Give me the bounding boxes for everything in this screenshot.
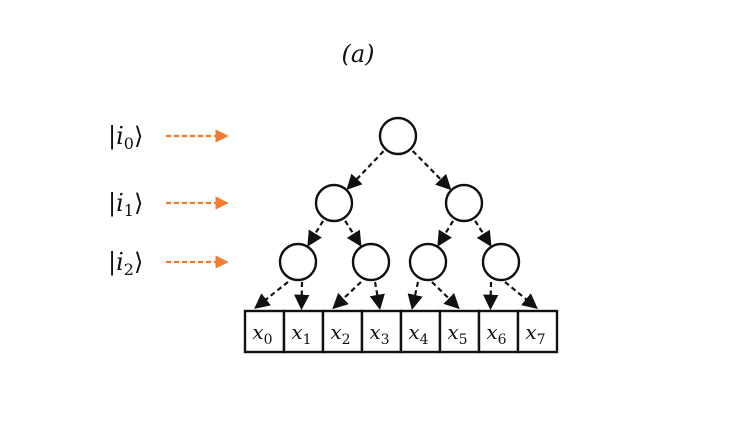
memory-cell-index: 3 bbox=[381, 332, 390, 348]
tree-node bbox=[314, 183, 354, 223]
tree-node bbox=[408, 242, 448, 282]
ket-index: 0 bbox=[124, 134, 134, 153]
tree-edge bbox=[437, 220, 455, 247]
tree-edge bbox=[346, 150, 385, 191]
panel-label: (a) bbox=[341, 40, 374, 68]
tree-edge bbox=[474, 220, 492, 247]
ket-index: 2 bbox=[124, 260, 134, 279]
tree-node bbox=[351, 242, 391, 282]
ket-close: ⟩ bbox=[134, 122, 143, 150]
ket-open: | bbox=[108, 189, 116, 218]
memory-cell-symbol: x bbox=[486, 320, 497, 344]
memory-cell: x3 bbox=[360, 309, 403, 354]
memory-cell-symbol: x bbox=[252, 320, 263, 344]
tree-edge bbox=[344, 220, 362, 247]
ket-open: | bbox=[108, 248, 116, 277]
qubit-ket-label: |i2⟩ bbox=[108, 248, 143, 279]
memory-cell: x2 bbox=[321, 309, 364, 354]
memory-cell-label: x0 bbox=[252, 320, 272, 348]
memory-cell-index: 0 bbox=[264, 332, 273, 348]
tree-edges bbox=[254, 150, 538, 311]
memory-cell-index: 5 bbox=[459, 332, 468, 348]
memory-cell-symbol: x bbox=[330, 320, 341, 344]
ket-symbol: i bbox=[116, 122, 124, 150]
memory-cell-symbol: x bbox=[447, 320, 458, 344]
memory-cell: x7 bbox=[516, 309, 559, 354]
tree-node bbox=[278, 242, 318, 282]
tree-edge bbox=[307, 220, 325, 247]
tree-node bbox=[378, 116, 418, 156]
memory-cell-symbol: x bbox=[291, 320, 302, 344]
memory-cell: x4 bbox=[399, 309, 442, 354]
ket-close: ⟩ bbox=[134, 189, 143, 217]
memory-cell: x6 bbox=[477, 309, 520, 354]
memory-cell-symbol: x bbox=[369, 320, 380, 344]
address-qubit: |i0⟩ bbox=[108, 122, 229, 153]
tree-edge bbox=[411, 150, 452, 191]
memory-cell-index: 7 bbox=[537, 332, 546, 348]
memory-cell-label: x1 bbox=[291, 320, 311, 348]
memory-cell-index: 2 bbox=[342, 332, 351, 348]
memory-cell-box bbox=[282, 309, 325, 354]
memory-cell-label: x5 bbox=[447, 320, 467, 348]
memory-cell-index: 1 bbox=[303, 332, 312, 348]
memory-cell: x1 bbox=[282, 309, 325, 354]
qubit-ket-label: |i0⟩ bbox=[108, 122, 143, 153]
memory-cell: x5 bbox=[438, 309, 481, 354]
memory-cell-index: 6 bbox=[498, 332, 507, 348]
memory-cell-label: x4 bbox=[408, 320, 428, 348]
address-qubit-labels: |i0⟩|i1⟩|i2⟩ bbox=[108, 122, 229, 279]
ket-symbol: i bbox=[116, 189, 124, 217]
memory-cell-label: x6 bbox=[486, 320, 506, 348]
memory-cell-label: x3 bbox=[369, 320, 389, 348]
memory-cell-box bbox=[516, 309, 559, 354]
leaf-edge bbox=[332, 281, 362, 310]
leaf-edge bbox=[504, 281, 538, 309]
leaf-edge bbox=[369, 281, 385, 311]
address-qubit: |i1⟩ bbox=[108, 189, 229, 220]
memory-cell-box bbox=[360, 309, 403, 354]
address-qubit: |i2⟩ bbox=[108, 248, 229, 279]
ket-index: 1 bbox=[124, 201, 134, 220]
tree-nodes bbox=[278, 116, 521, 282]
ket-open: | bbox=[108, 122, 116, 151]
leaf-edge bbox=[407, 281, 423, 311]
memory-cell-index: 4 bbox=[420, 332, 429, 348]
tree-node bbox=[444, 183, 484, 223]
tree-node bbox=[481, 242, 521, 282]
leaf-edge bbox=[483, 281, 499, 311]
leaf-edge bbox=[431, 281, 460, 310]
leaf-edge bbox=[294, 281, 310, 311]
memory-cell: x0 bbox=[243, 309, 286, 354]
memory-cell-box bbox=[321, 309, 364, 354]
leaf-edge bbox=[254, 281, 289, 309]
ket-close: ⟩ bbox=[134, 248, 143, 276]
qubit-ket-label: |i1⟩ bbox=[108, 189, 143, 220]
memory-cell-label: x7 bbox=[525, 320, 545, 348]
ket-symbol: i bbox=[116, 248, 124, 276]
memory-cell-symbol: x bbox=[525, 320, 536, 344]
memory-cell-box bbox=[399, 309, 442, 354]
memory-cell-symbol: x bbox=[408, 320, 419, 344]
memory-cell-label: x2 bbox=[330, 320, 350, 348]
